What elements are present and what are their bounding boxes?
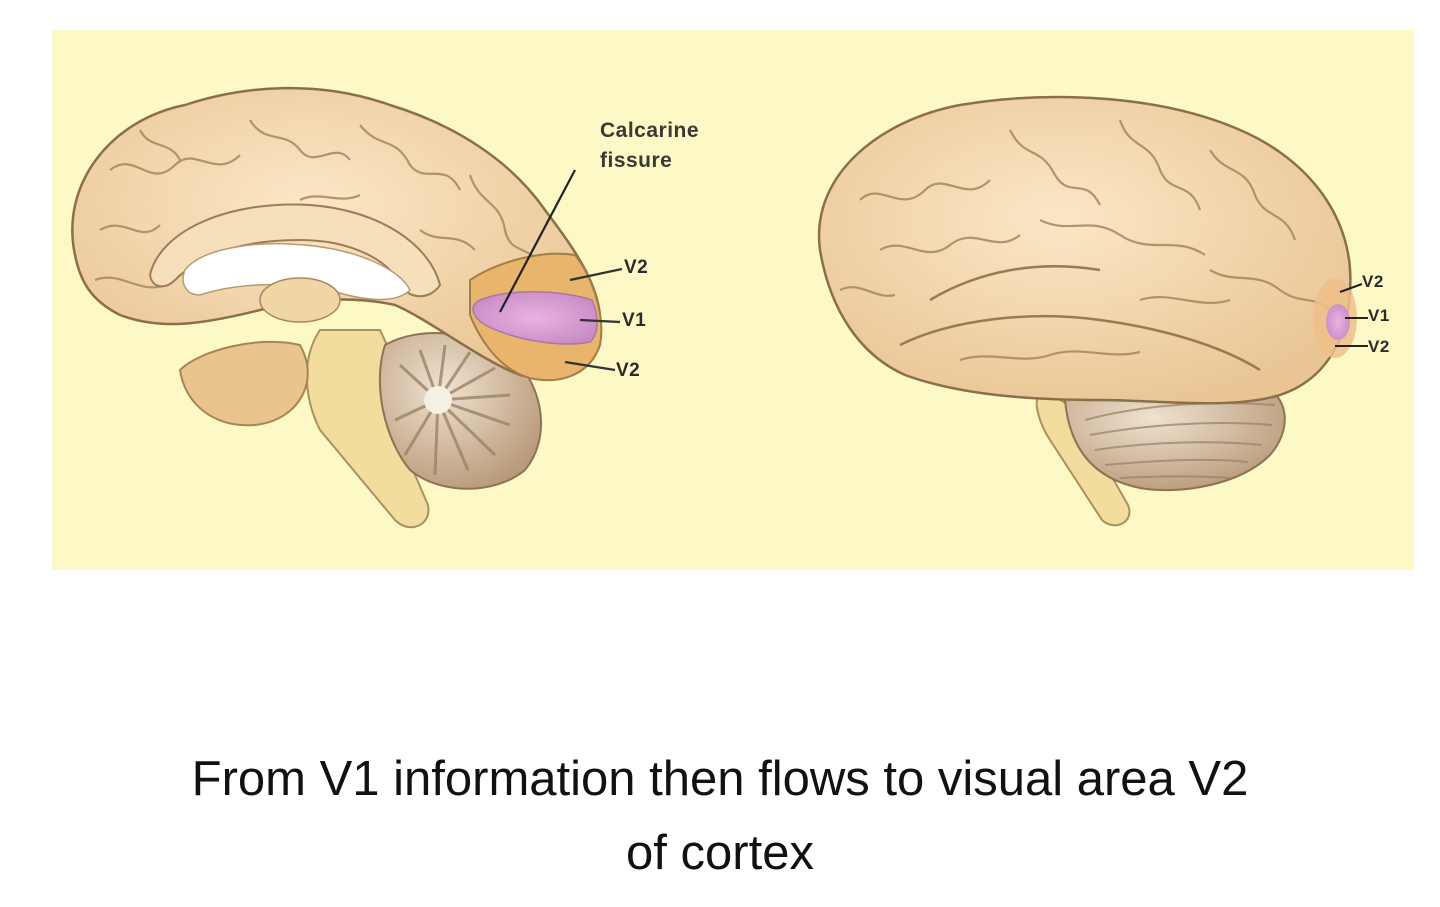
- medial-v1-leader: [579, 318, 621, 324]
- caption-line-1: From V1 information then flows to visual…: [191, 752, 1249, 806]
- medial-v2-bottom-label: V2: [616, 360, 641, 381]
- medial-v2-bottom-leader: [564, 360, 616, 372]
- lateral-v2-top-leader: [1339, 283, 1363, 293]
- lateral-v2-bottom-label: V2: [1368, 337, 1390, 356]
- medial-brain-view: [71, 86, 623, 529]
- calcarine-fissure-label: Calcarine fissure: [600, 116, 699, 176]
- medial-v2-top-label: V2: [624, 257, 649, 278]
- calcarine-leader-line: [499, 169, 576, 313]
- lateral-brain-view: [817, 95, 1368, 527]
- lateral-v1-region: [1326, 304, 1350, 340]
- calcarine-label-line1: Calcarine: [600, 119, 700, 142]
- lateral-cerebrum: [817, 95, 1352, 405]
- lateral-v1-label: V1: [1368, 306, 1390, 325]
- medial-v1-label: V1: [622, 310, 647, 331]
- cerebellum: [378, 332, 542, 490]
- medial-v2-top-leader: [569, 267, 623, 282]
- lateral-v2-top-label: V2: [1362, 272, 1384, 291]
- caption-line-2: of cortex: [626, 826, 814, 880]
- calcarine-label-line2: fissure: [600, 149, 673, 172]
